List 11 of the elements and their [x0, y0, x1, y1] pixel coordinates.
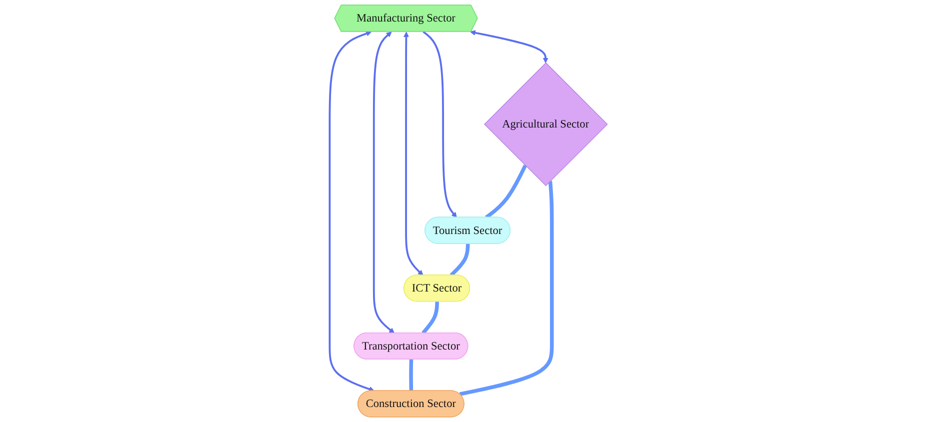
arrow: [403, 32, 424, 276]
arrow: [328, 30, 374, 392]
connector: [485, 164, 528, 219]
connector: [459, 180, 554, 396]
connector: [422, 302, 439, 334]
node-diamond: Agricultural Sector: [484, 62, 608, 186]
arrow: [372, 32, 395, 334]
arrow: [422, 31, 457, 218]
arrow: [470, 30, 548, 64]
connector: [409, 359, 414, 391]
connector: [450, 244, 470, 277]
